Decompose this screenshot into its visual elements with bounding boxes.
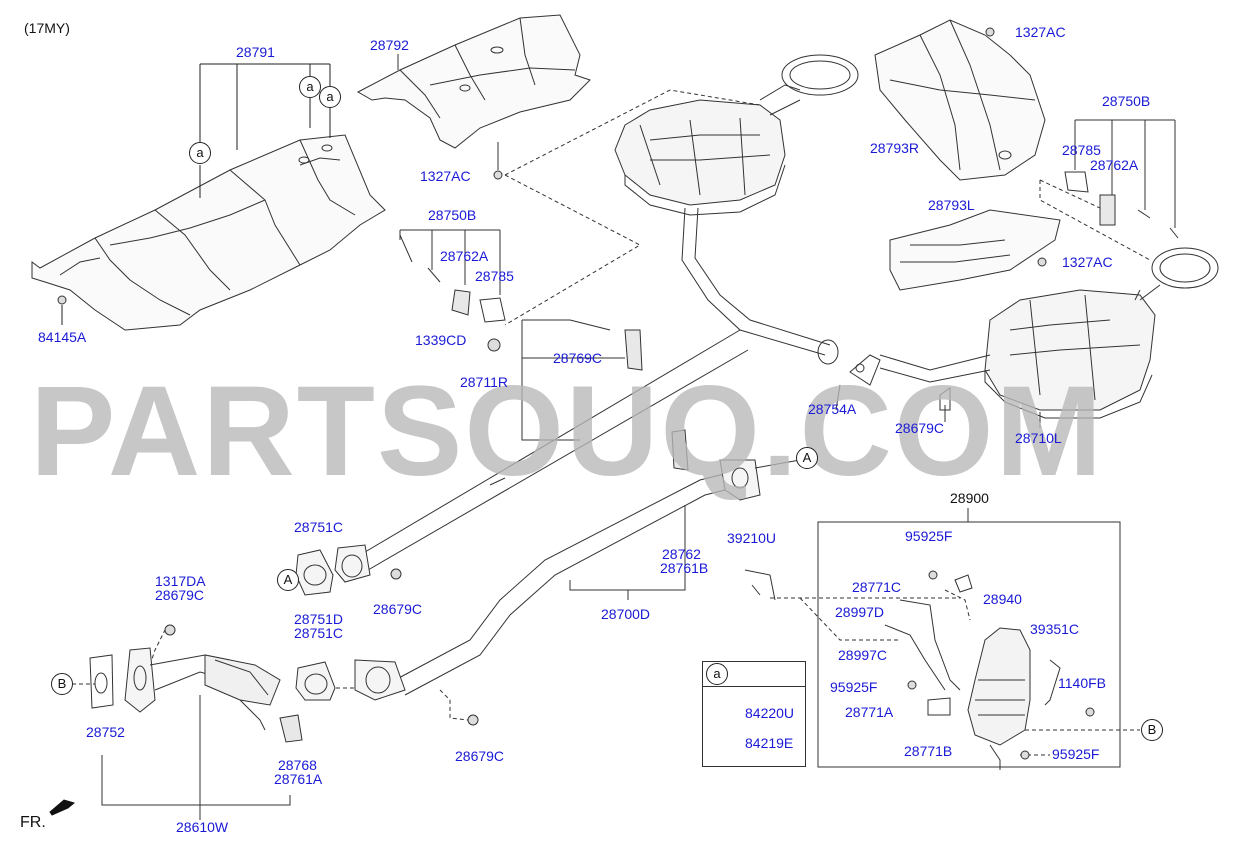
oxygen-sensors bbox=[744, 569, 1095, 760]
callout-a: a bbox=[319, 86, 341, 108]
heat-shield-28792 bbox=[356, 14, 591, 149]
model-year: (17MY) bbox=[24, 20, 70, 36]
callout-A: A bbox=[796, 447, 818, 469]
callout-A: A bbox=[277, 569, 299, 591]
part-label-28793L[interactable]: 28793L bbox=[928, 197, 975, 213]
part-label-28700D[interactable]: 28700D bbox=[601, 606, 651, 622]
part-label-84219E[interactable]: 84219E bbox=[745, 735, 794, 751]
muffler-28710L bbox=[879, 247, 1219, 419]
part-label-28610W[interactable]: 28610W bbox=[176, 819, 229, 835]
converter-box bbox=[817, 508, 1121, 768]
part-label-28791[interactable]: 28791 bbox=[236, 44, 275, 60]
part-label-28997C[interactable]: 28997C bbox=[838, 647, 888, 663]
callout-brackets bbox=[399, 119, 1176, 441]
part-label-28769C[interactable]: 28769C bbox=[553, 350, 603, 366]
part-label-28679C[interactable]: 28679C bbox=[373, 601, 423, 617]
fr-arrow bbox=[49, 799, 76, 816]
legend-key: a bbox=[706, 663, 728, 685]
part-label-28751D[interactable]: 28751D bbox=[294, 611, 344, 627]
callout-a: a bbox=[189, 142, 211, 164]
part-label-28751C[interactable]: 28751C bbox=[294, 519, 344, 535]
part-label-28762A[interactable]: 28762A bbox=[1090, 157, 1139, 173]
converter-28940 bbox=[967, 627, 1061, 770]
part-label-28762[interactable]: 28762 bbox=[662, 546, 701, 562]
part-label-28900: 28900 bbox=[950, 490, 989, 506]
center-pipe-28700D bbox=[354, 459, 801, 701]
part-label-28754A[interactable]: 28754A bbox=[808, 401, 857, 417]
watermark: PARTSOUQ.COM bbox=[30, 360, 1105, 503]
part-label-28761A[interactable]: 28761A bbox=[274, 771, 323, 787]
part-label-1327AC[interactable]: 1327AC bbox=[1062, 254, 1113, 270]
part-label-1339CD[interactable]: 1339CD bbox=[415, 332, 467, 348]
flange-28751D bbox=[295, 661, 336, 701]
part-label-28750B[interactable]: 28750B bbox=[428, 207, 477, 223]
part-label-28710L[interactable]: 28710L bbox=[1015, 430, 1062, 446]
part-label-1327AC[interactable]: 1327AC bbox=[420, 168, 471, 184]
part-label-28785[interactable]: 28785 bbox=[1062, 142, 1101, 158]
part-label-28771A[interactable]: 28771A bbox=[845, 704, 894, 720]
front-pipe-28610W bbox=[89, 624, 479, 743]
muffler-28711R bbox=[614, 54, 859, 216]
part-label-28792[interactable]: 28792 bbox=[370, 37, 409, 53]
part-label-39210U[interactable]: 39210U bbox=[727, 530, 777, 546]
part-label-28761B[interactable]: 28761B bbox=[660, 560, 709, 576]
part-label-28751C[interactable]: 28751C bbox=[294, 625, 344, 641]
part-label-95925F[interactable]: 95925F bbox=[905, 528, 953, 544]
part-label-28940[interactable]: 28940 bbox=[983, 591, 1022, 607]
part-label-39351C[interactable]: 39351C bbox=[1030, 621, 1080, 637]
legend-box: a bbox=[702, 661, 806, 767]
front-indicator: FR. bbox=[20, 814, 46, 831]
part-label-28750B[interactable]: 28750B bbox=[1102, 93, 1151, 109]
part-label-28771B[interactable]: 28771B bbox=[904, 743, 953, 759]
part-label-28762A[interactable]: 28762A bbox=[440, 248, 489, 264]
part-label-28679C[interactable]: 28679C bbox=[895, 420, 945, 436]
part-label-28793R[interactable]: 28793R bbox=[870, 140, 920, 156]
callout-lines-28792 bbox=[397, 54, 499, 170]
part-label-84145A[interactable]: 84145A bbox=[38, 329, 87, 345]
callout-B: B bbox=[1141, 719, 1163, 741]
callout-lines-front bbox=[101, 695, 291, 820]
part-label-95925F[interactable]: 95925F bbox=[1052, 746, 1100, 762]
part-label-28752[interactable]: 28752 bbox=[86, 724, 125, 740]
part-label-84220U[interactable]: 84220U bbox=[745, 705, 795, 721]
hanger-parts bbox=[57, 27, 1179, 471]
part-label-28997D[interactable]: 28997D bbox=[835, 604, 885, 620]
heat-shield-28793L bbox=[889, 209, 1061, 291]
part-label-28771C[interactable]: 28771C bbox=[852, 579, 902, 595]
callout-lines-28791 bbox=[61, 63, 331, 325]
legend-header: a bbox=[703, 662, 805, 687]
part-label-1327AC[interactable]: 1327AC bbox=[1015, 24, 1066, 40]
flange-28751C bbox=[295, 544, 402, 596]
part-label-1140FB[interactable]: 1140FB bbox=[1058, 675, 1106, 691]
part-label-28711R[interactable]: 28711R bbox=[460, 374, 509, 390]
part-label-95925F[interactable]: 95925F bbox=[830, 679, 878, 695]
dashed-guides bbox=[72, 89, 1151, 756]
part-label-28768[interactable]: 28768 bbox=[278, 757, 317, 773]
gasket-28754A bbox=[849, 354, 881, 386]
part-label-28679C[interactable]: 28679C bbox=[155, 587, 205, 603]
part-label-1317DA[interactable]: 1317DA bbox=[155, 573, 206, 589]
part-label-28785[interactable]: 28785 bbox=[475, 268, 514, 284]
callout-B: B bbox=[51, 673, 73, 695]
heat-shield-28793R bbox=[874, 19, 1046, 181]
callout-a: a bbox=[299, 76, 321, 98]
y-pipe bbox=[359, 207, 839, 571]
part-label-28679C[interactable]: 28679C bbox=[455, 748, 505, 764]
heat-shield-28791 bbox=[31, 134, 386, 331]
